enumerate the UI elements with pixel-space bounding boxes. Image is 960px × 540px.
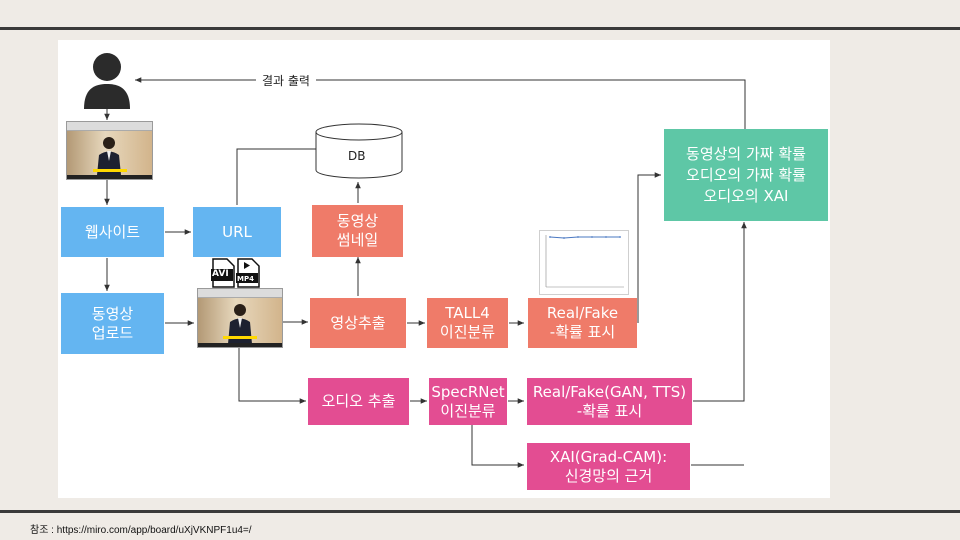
- audio-probability-node: Real/Fake(GAN, TTS) -확률 표시: [527, 378, 692, 425]
- avi-badge-text: AVI: [212, 269, 229, 279]
- tall4-node: TALL4 이진분류: [427, 298, 508, 348]
- video-upload-node: 동영상 업로드: [61, 293, 164, 354]
- result-node: 동영상의 가짜 확률 오디오의 가짜 확률 오디오의 XAI: [664, 129, 828, 221]
- website-node: 웹사이트: [61, 207, 164, 257]
- avi-file-icon: [211, 258, 235, 288]
- uploaded-video-thumbnail: [197, 288, 283, 348]
- diagram-panel: 결과 출력 웹사이트 URL 동영상 업로드 DB 동영상 썸네일 AVI: [58, 40, 830, 498]
- probability-mini-chart: [539, 230, 629, 295]
- probability-line: [545, 235, 624, 288]
- video-thumbnail-node: 동영상 썸네일: [312, 205, 403, 257]
- video-probability-node: Real/Fake -확률 표시: [528, 298, 637, 348]
- connector-layer: [104, 77, 747, 468]
- website-screenshot: [66, 121, 153, 180]
- user-icon: [84, 53, 130, 109]
- specrnet-node: SpecRNet 이진분류: [429, 378, 507, 425]
- feedback-arrow: [135, 77, 746, 129]
- video-controls: [67, 175, 152, 179]
- db-label: DB: [348, 149, 366, 163]
- mp4-file-icon: [236, 258, 260, 288]
- bottom-rule: [0, 510, 960, 513]
- xai-node: XAI(Grad-CAM): 신경망의 근거: [527, 443, 690, 490]
- frame-extract-node: 영상추출: [310, 298, 406, 348]
- reference-footnote: 참조 : https://miro.com/app/board/uXjVKNPF…: [30, 525, 252, 536]
- browser-bar: [67, 122, 152, 131]
- feedback-label: 결과 출력: [256, 72, 316, 89]
- mp4-badge-text: MP4: [237, 275, 254, 283]
- video-controls: [198, 343, 282, 347]
- subtitle-strip: [223, 336, 257, 339]
- top-rule: [0, 27, 960, 30]
- database-icon: [315, 123, 403, 179]
- url-node: URL: [193, 207, 281, 257]
- subtitle-strip: [92, 169, 127, 172]
- player-bar: [198, 289, 282, 298]
- audio-extract-node: 오디오 추출: [308, 378, 409, 425]
